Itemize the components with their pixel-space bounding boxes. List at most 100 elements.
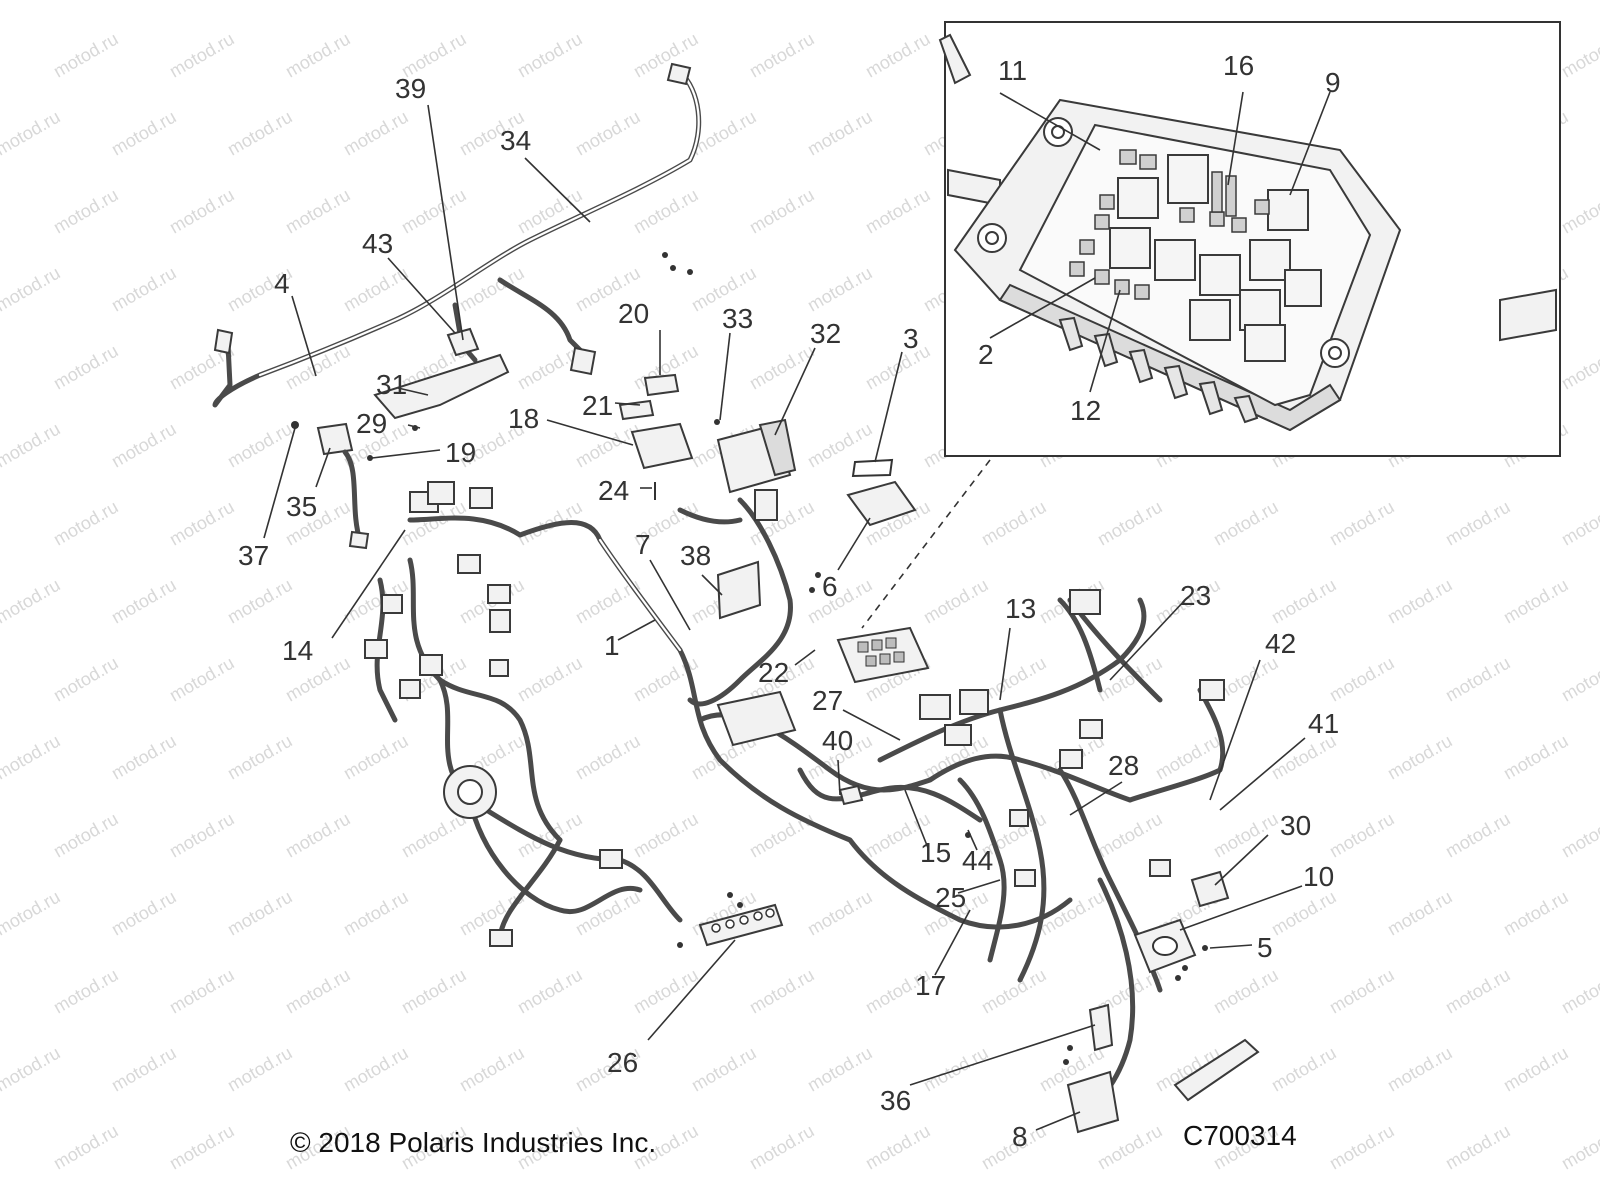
watermark-text: motod.ru bbox=[1268, 0, 1340, 3]
sensor-43 bbox=[446, 327, 480, 357]
watermark-text: motod.ru bbox=[1152, 0, 1224, 3]
watermark-text: motod.ru bbox=[224, 107, 296, 160]
watermark-text: motod.ru bbox=[224, 0, 296, 3]
watermark-text: motod.ru bbox=[50, 965, 122, 1018]
watermark-text: motod.ru bbox=[630, 29, 702, 82]
watermark-text: motod.ru bbox=[108, 107, 180, 160]
watermark-text: motod.ru bbox=[1268, 575, 1340, 628]
watermark-text: motod.ru bbox=[1210, 497, 1282, 550]
watermark-text: motod.ru bbox=[978, 965, 1050, 1018]
watermark-text: motod.ru bbox=[1268, 1043, 1340, 1096]
watermark-text: motod.ru bbox=[108, 1043, 180, 1096]
watermark-text: motod.ru bbox=[1326, 1121, 1398, 1174]
watermark-text: motod.ru bbox=[804, 0, 876, 3]
watermark-text: motod.ru bbox=[1558, 497, 1600, 550]
watermark-text: motod.ru bbox=[514, 653, 586, 706]
watermark-text: motod.ru bbox=[0, 887, 64, 940]
watermark-text: motod.ru bbox=[50, 341, 122, 394]
watermark-text: motod.ru bbox=[282, 965, 354, 1018]
watermark-text: motod.ru bbox=[1500, 887, 1572, 940]
callout-30: 30 bbox=[1280, 810, 1311, 841]
callout-15: 15 bbox=[920, 837, 951, 868]
callout-27: 27 bbox=[812, 685, 843, 716]
watermark-text: motod.ru bbox=[746, 1121, 818, 1174]
callout-3: 3 bbox=[903, 323, 919, 354]
callout-38: 38 bbox=[680, 540, 711, 571]
callout-43: 43 bbox=[362, 228, 393, 259]
watermark-text: motod.ru bbox=[746, 29, 818, 82]
callout-8: 8 bbox=[1012, 1121, 1028, 1152]
watermark-text: motod.ru bbox=[572, 0, 644, 3]
watermark-text: motod.ru bbox=[920, 1043, 992, 1096]
watermark-text: motod.ru bbox=[804, 107, 876, 160]
watermark-text: motod.ru bbox=[166, 809, 238, 862]
watermark-text: motod.ru bbox=[108, 419, 180, 472]
watermark-text: motod.ru bbox=[282, 29, 354, 82]
pedal-plate bbox=[1173, 1038, 1260, 1102]
watermark-text: motod.ru bbox=[1094, 1121, 1166, 1174]
watermark-text: motod.ru bbox=[340, 263, 412, 316]
callout-20: 20 bbox=[618, 298, 649, 329]
watermark-text: motod.ru bbox=[108, 263, 180, 316]
watermark-text: motod.ru bbox=[340, 0, 412, 3]
watermark-text: motod.ru bbox=[746, 965, 818, 1018]
watermark-text: motod.ru bbox=[398, 185, 470, 238]
watermark-text: motod.ru bbox=[50, 185, 122, 238]
callout-42: 42 bbox=[1265, 628, 1296, 659]
watermark-text: motod.ru bbox=[1326, 653, 1398, 706]
watermark-text: motod.ru bbox=[804, 1043, 876, 1096]
callout-17: 17 bbox=[915, 970, 946, 1001]
callout-40: 40 bbox=[822, 725, 853, 756]
callout-39: 39 bbox=[395, 73, 426, 104]
callout-11: 11 bbox=[998, 55, 1027, 86]
callout-32: 32 bbox=[810, 318, 841, 349]
inset-leader-dashed bbox=[861, 459, 991, 629]
watermark-text: motod.ru bbox=[688, 1043, 760, 1096]
watermark-text: motod.ru bbox=[1500, 575, 1572, 628]
watermark-text: motod.ru bbox=[1326, 497, 1398, 550]
watermark-text: motod.ru bbox=[50, 29, 122, 82]
callout-13: 13 bbox=[1005, 593, 1036, 624]
callout-9: 9 bbox=[1325, 67, 1341, 98]
watermark-text: motod.ru bbox=[572, 731, 644, 784]
watermark-text: motod.ru bbox=[282, 809, 354, 862]
callout-35: 35 bbox=[286, 491, 317, 522]
callout-21: 21 bbox=[582, 390, 613, 421]
watermark-text: motod.ru bbox=[1210, 809, 1282, 862]
watermark-text: motod.ru bbox=[166, 497, 238, 550]
watermark-text: motod.ru bbox=[978, 497, 1050, 550]
watermark-text: motod.ru bbox=[1558, 1121, 1600, 1174]
watermark-text: motod.ru bbox=[514, 965, 586, 1018]
watermark-text: motod.ru bbox=[108, 731, 180, 784]
watermark-text: motod.ru bbox=[1558, 29, 1600, 82]
module-harness bbox=[716, 690, 797, 747]
callout-7: 7 bbox=[635, 529, 651, 560]
callout-18: 18 bbox=[508, 403, 539, 434]
watermark-text: motod.ru bbox=[456, 1043, 528, 1096]
watermark-text: motod.ru bbox=[1210, 965, 1282, 1018]
watermark-text: motod.ru bbox=[1384, 575, 1456, 628]
main-harness bbox=[374, 497, 1226, 1113]
watermark-text: motod.ru bbox=[166, 653, 238, 706]
watermark-text: motod.ru bbox=[0, 263, 64, 316]
callout-1: 1 bbox=[604, 630, 620, 661]
callout-23: 23 bbox=[1180, 580, 1211, 611]
module-6 bbox=[846, 480, 917, 527]
callout-16: 16 bbox=[1223, 50, 1254, 81]
callout-10: 10 bbox=[1303, 861, 1334, 892]
callout-14: 14 bbox=[282, 635, 313, 666]
watermark-text: motod.ru bbox=[1500, 0, 1572, 3]
watermark-text: motod.ru bbox=[1036, 0, 1108, 3]
watermark-text: motod.ru bbox=[108, 887, 180, 940]
watermark-text: motod.ru bbox=[630, 185, 702, 238]
callout-25: 25 bbox=[935, 882, 966, 913]
watermark-text: motod.ru bbox=[166, 29, 238, 82]
watermark-text: motod.ru bbox=[1442, 497, 1514, 550]
watermark-text: motod.ru bbox=[0, 575, 64, 628]
callout-26: 26 bbox=[607, 1047, 638, 1078]
callout-labels: 39 34 43 4 31 29 19 35 37 20 33 32 3 21 … bbox=[238, 50, 1341, 1152]
watermark-text: motod.ru bbox=[1384, 0, 1456, 3]
watermark-text: motod.ru bbox=[1384, 731, 1456, 784]
watermark-text: motod.ru bbox=[166, 1121, 238, 1174]
